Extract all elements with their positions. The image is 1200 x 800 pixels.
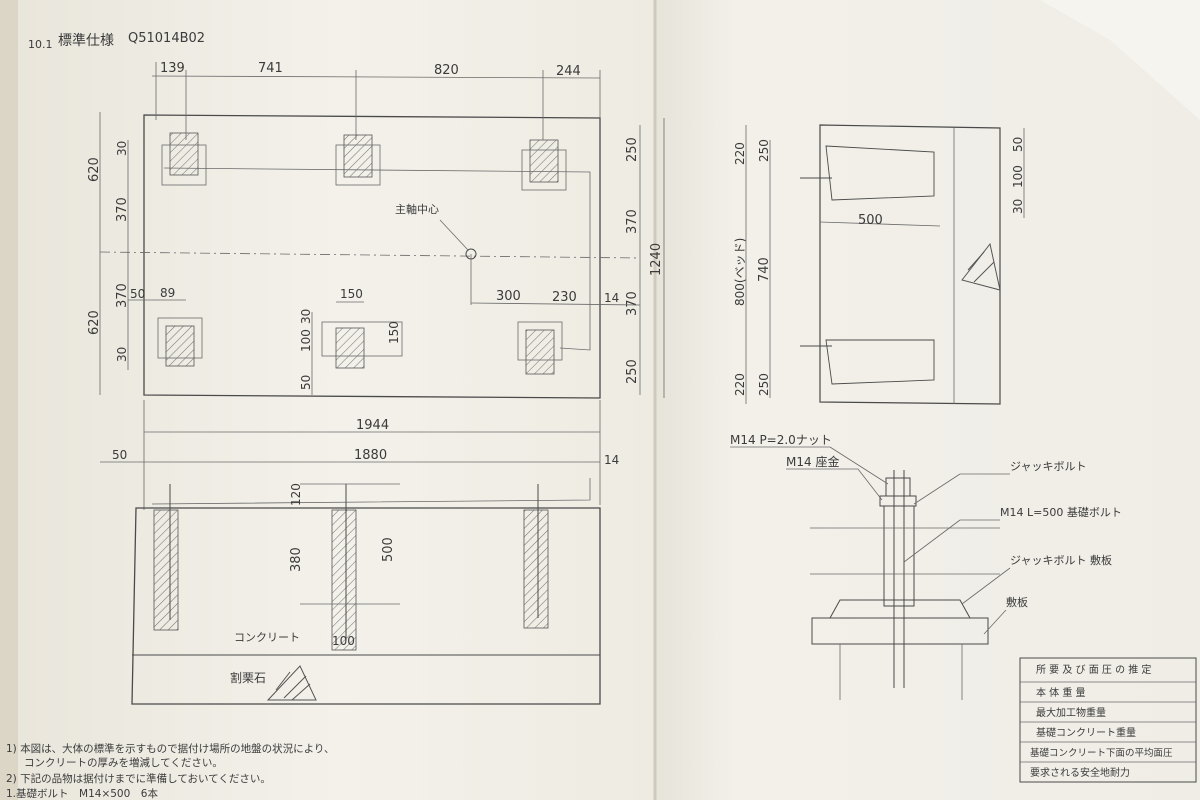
bed-line <box>151 478 591 505</box>
left-edge <box>0 0 22 800</box>
dim-side-pitch: 800(ベッド) <box>733 238 747 306</box>
dim-depth-500: 500 <box>381 537 396 562</box>
dim-top-3: 820 <box>434 63 459 78</box>
bed-pocket-bottom <box>825 339 935 385</box>
gravel-symbol <box>266 665 317 701</box>
dim-left-370-top: 370 <box>115 197 130 222</box>
dim-left-620-bottom: 620 <box>87 310 102 335</box>
bed-pocket-top <box>825 145 935 201</box>
dim-side-right-50: 50 <box>1011 137 1025 152</box>
dim-side-220-top: 220 <box>733 142 747 165</box>
dim-top-4: 244 <box>556 64 581 79</box>
anchor-hole <box>523 509 549 629</box>
anchor-pocket <box>525 329 555 375</box>
dim-side-250-top: 250 <box>757 139 771 162</box>
spec-table-title: 所 要 及 び 面 圧 の 推 定 <box>1036 663 1151 676</box>
dim-side-250-bottom: 250 <box>757 373 771 396</box>
jack-block <box>883 505 915 607</box>
side-gravel-symbol <box>961 242 1001 291</box>
anchor-bolt-label: M14 L=500 基礎ボルト <box>1000 506 1122 519</box>
spec-row-3: 基礎コンクリート重量 <box>1036 726 1136 739</box>
dim-right-370-bottom: 370 <box>625 291 640 316</box>
shim-label: 敷板 <box>1006 595 1028 609</box>
dim-pad-150-side: 150 <box>387 321 401 344</box>
page-fold <box>1040 0 1200 120</box>
plan-inner-line <box>163 167 591 351</box>
note-line-1: 1) 本図は、大体の標準を示すもので据付け場所の地盤の状況により、 <box>6 742 334 755</box>
page-title: 標準仕様 <box>58 33 114 49</box>
dim-left-30-bottom: 30 <box>115 347 129 362</box>
dim-overall-1240: 1240 <box>649 243 664 276</box>
dim-width-1880: 1880 <box>354 448 387 463</box>
anchor-hole <box>153 509 179 631</box>
jack-plate-label: ジャッキボルト 敷板 <box>1010 553 1112 567</box>
drawing-code: Q51014B02 <box>128 31 205 46</box>
left-page <box>18 0 658 800</box>
dim-pad-30: 30 <box>299 309 313 324</box>
dim-right-250-bottom: 250 <box>625 359 640 384</box>
dim-right-370-top: 370 <box>625 209 640 234</box>
dim-pad-100: 100 <box>299 329 313 352</box>
dim-width-1944: 1944 <box>356 418 389 433</box>
dim-side-220-bottom: 220 <box>733 373 747 396</box>
dim-left-89: 89 <box>160 286 175 300</box>
spec-table: 所 要 及 び 面 圧 の 推 定 本 体 重 量 最大加工物重量 基礎コンクリ… <box>1019 657 1197 783</box>
spec-row-4: 基礎コンクリート下面の平均面圧 <box>1030 747 1173 759</box>
anchor-pocket <box>169 132 199 176</box>
dim-right-250-top: 250 <box>625 137 640 162</box>
dim-side-right-30: 30 <box>1011 199 1025 214</box>
anchor-pocket <box>343 134 373 178</box>
dim-left-50: 50 <box>130 287 145 301</box>
spec-table-frame <box>1019 657 1197 783</box>
washer-label: M14 座金 <box>786 454 839 469</box>
anchor-pocket <box>335 327 365 369</box>
spec-row-2: 最大加工物重量 <box>1036 706 1106 719</box>
dim-left-30-top: 30 <box>115 141 129 156</box>
dim-hole-100: 100 <box>332 634 355 648</box>
bolt-detail: M14 P=2.0ナット M14 座金 ジャッキボルト M14 L=500 基礎… <box>730 433 1122 700</box>
note-line-2: コンクリートの厚みを増減してください。 <box>24 756 223 769</box>
jack-bolt-label: ジャッキボルト <box>1010 460 1086 473</box>
spindle-center-label: 主軸中心 <box>395 202 439 216</box>
dim-left-620-top: 620 <box>87 157 102 182</box>
note-line-3: 2) 下記の品物は据付けまでに準備しておいてください。 <box>6 772 271 785</box>
side-view: 500 220 250 740 800(ベッド) 250 220 50 100 … <box>733 124 1025 405</box>
notes: 1) 本図は、大体の標準を示すもので据付け場所の地盤の状況により、 コンクリート… <box>6 742 334 800</box>
dim-side-500: 500 <box>858 213 883 228</box>
right-page <box>654 0 1200 800</box>
plan-view: 主軸中心 139 741 820 244 620 30 370 370 620 … <box>87 61 665 399</box>
plan-outline <box>143 114 601 399</box>
anchor-hole <box>331 509 357 651</box>
anchor-pocket <box>529 139 559 183</box>
note-line-4: 1.基礎ボルト M14×500 6本 <box>6 787 158 800</box>
shim-plate <box>811 617 989 645</box>
dim-mid-230: 230 <box>552 290 577 305</box>
spec-row-5: 要求される安全地耐力 <box>1030 766 1130 779</box>
dim-left-offset-50: 50 <box>112 448 127 462</box>
spec-row-1: 本 体 重 量 <box>1036 686 1086 699</box>
dim-right-offset-14: 14 <box>604 453 619 467</box>
gravel-label: 割栗石 <box>230 670 266 685</box>
dim-top-1: 139 <box>160 61 185 76</box>
dim-mid-14: 14 <box>604 291 619 305</box>
dim-depth-380: 380 <box>289 547 304 572</box>
nut-label: M14 P=2.0ナット <box>730 433 832 447</box>
front-view: 1944 1880 50 14 120 380 500 100 コンクリート 割… <box>100 400 619 705</box>
dim-pad-150-top: 150 <box>340 287 363 301</box>
side-outline <box>819 124 1001 405</box>
dim-side-740: 740 <box>757 257 772 282</box>
dim-top-2: 741 <box>258 61 283 76</box>
concrete-block <box>131 507 601 705</box>
dim-pad-50: 50 <box>299 375 313 390</box>
page-number: 10.1 <box>28 38 53 51</box>
anchor-pocket <box>165 325 195 367</box>
dim-left-370-bottom: 370 <box>115 283 130 308</box>
dim-side-right-100: 100 <box>1011 165 1025 188</box>
concrete-label: コンクリート <box>234 631 300 644</box>
dim-depth-120: 120 <box>289 483 303 506</box>
dim-mid-300: 300 <box>496 289 521 304</box>
